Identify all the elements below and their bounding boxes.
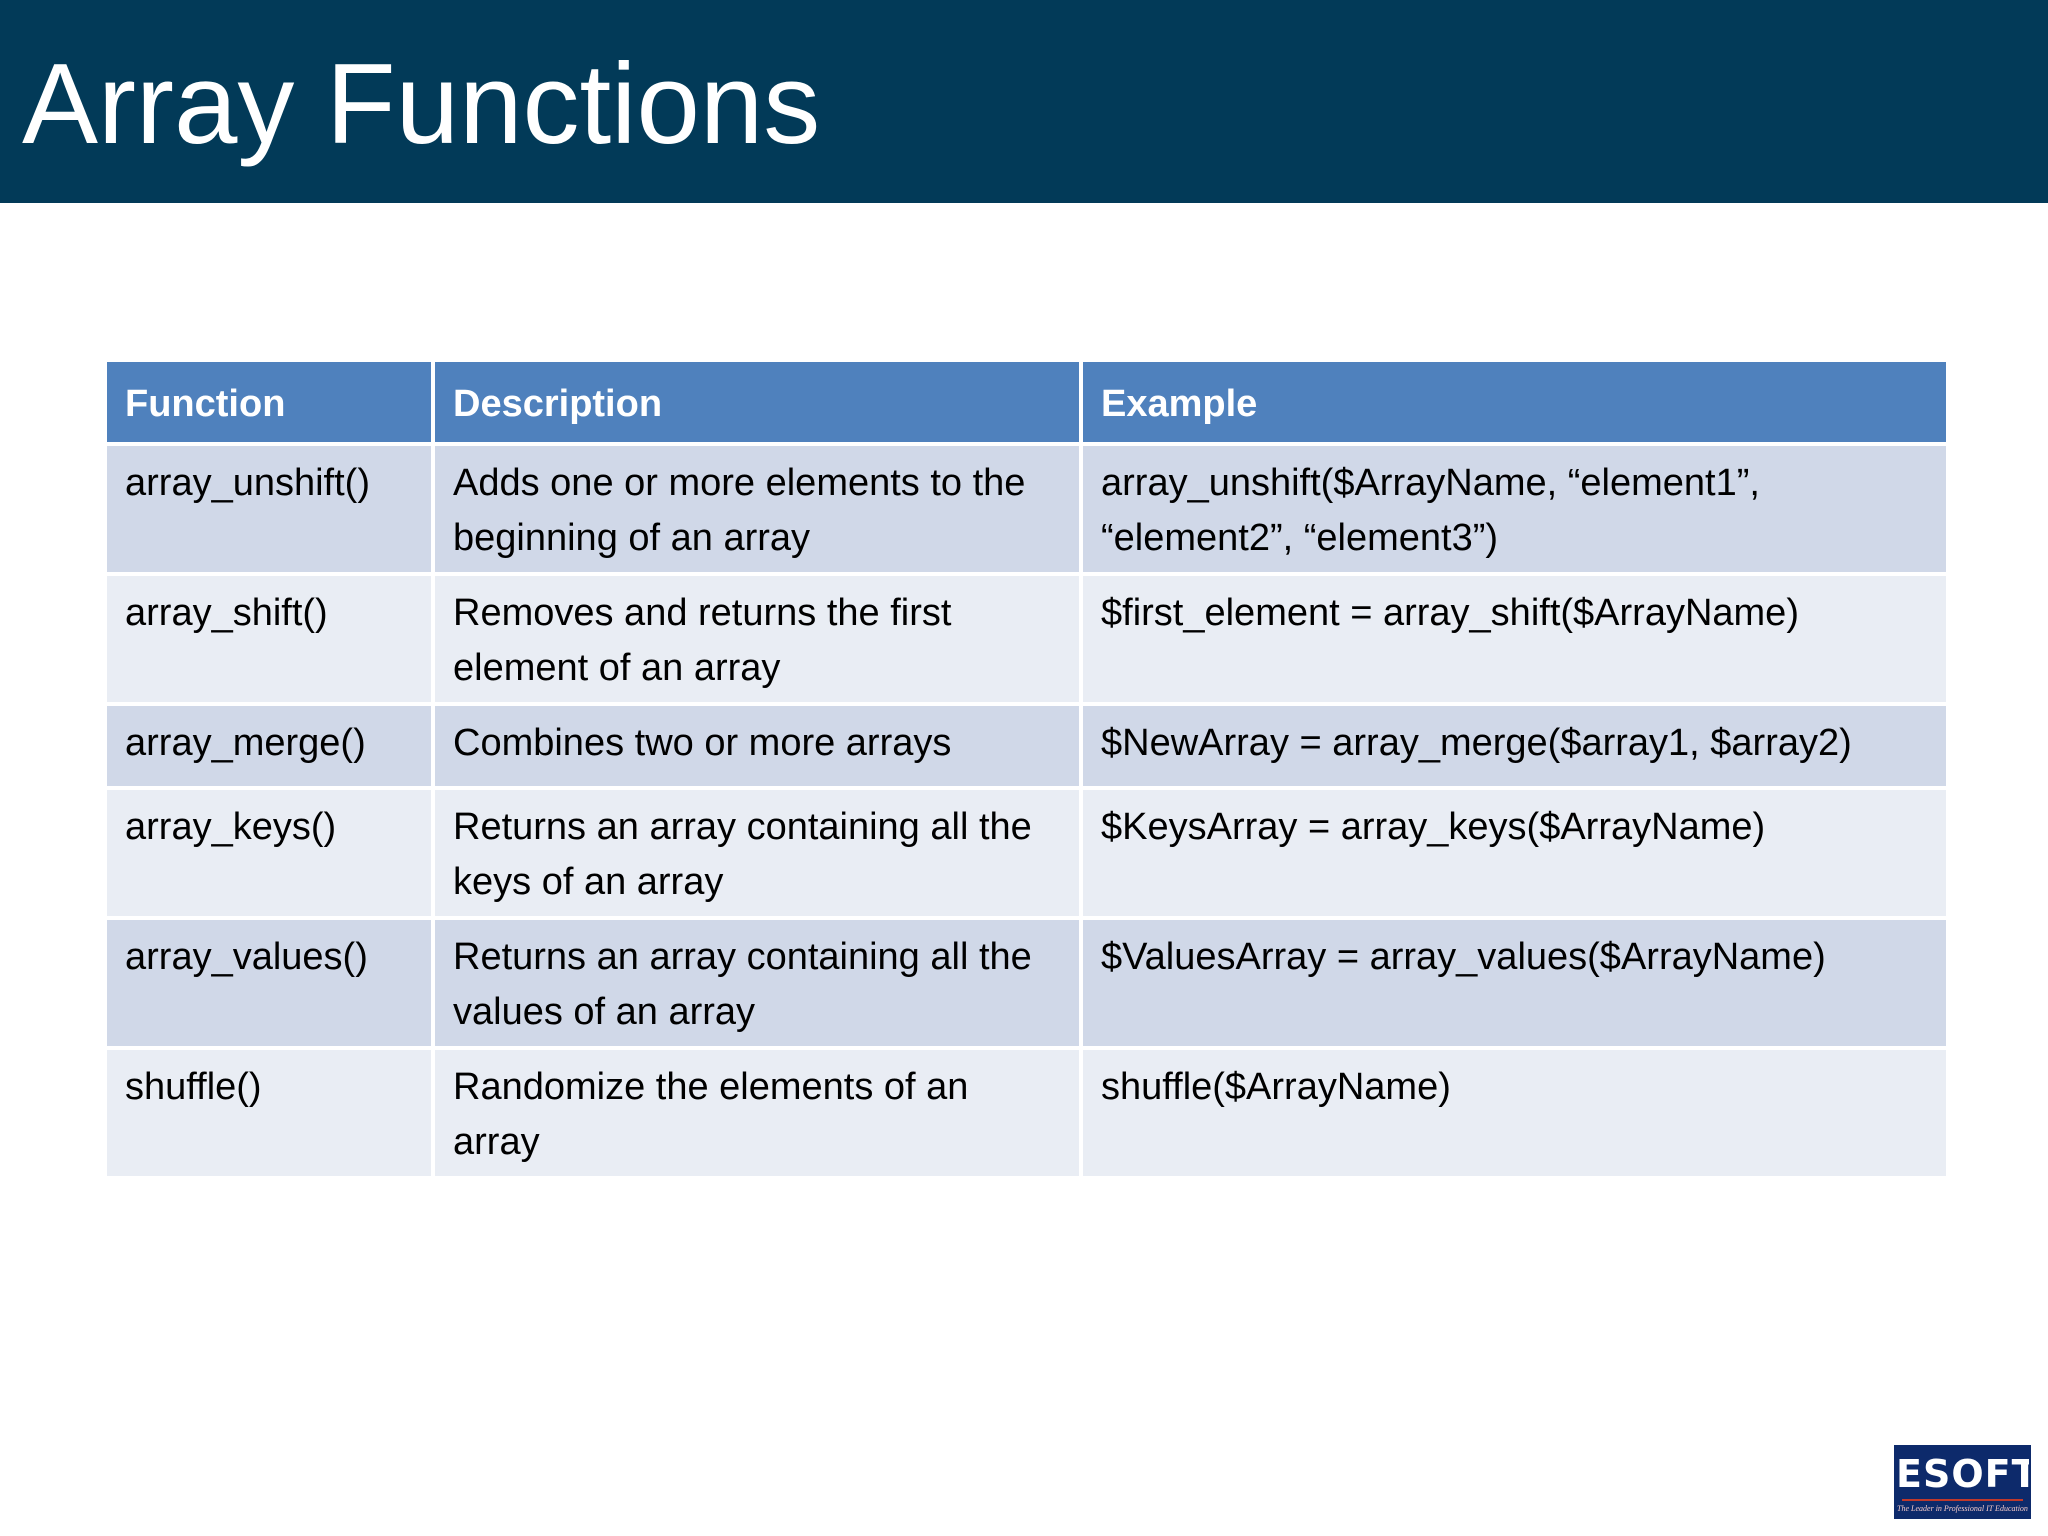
esoft-logo: ESOFT The Leader in Professional IT Educ… <box>1894 1445 2031 1519</box>
table-row: array_merge() Combines two or more array… <box>103 702 1950 790</box>
table-row: array_shift() Removes and returns the fi… <box>103 572 1950 706</box>
logo-wordmark: ESOFT <box>1896 1452 2031 1496</box>
table-row: shuffle() Randomize the elements of an a… <box>103 1046 1950 1180</box>
function-cell: array_merge() <box>103 702 435 790</box>
description-cell: Returns an array containing all the keys… <box>431 786 1083 920</box>
header-function: Function <box>103 358 435 446</box>
table-row: array_unshift() Adds one or more element… <box>103 442 1950 576</box>
description-cell: Adds one or more elements to the beginni… <box>431 442 1083 576</box>
slide-title: Array Functions <box>22 41 821 168</box>
description-cell: Returns an array containing all the valu… <box>431 916 1083 1050</box>
function-cell: array_keys() <box>103 786 435 920</box>
example-cell: array_unshift($ArrayName, “element1”, “e… <box>1079 442 1950 576</box>
array-functions-table: Function Description Example array_unshi… <box>103 358 1950 1180</box>
header-example: Example <box>1079 358 1950 446</box>
example-cell: $NewArray = array_merge($array1, $array2… <box>1079 702 1950 790</box>
array-functions-table-container: Function Description Example array_unshi… <box>103 358 1950 1180</box>
function-cell: shuffle() <box>103 1046 435 1180</box>
title-bar: Array Functions <box>0 0 2048 203</box>
example-cell: $first_element = array_shift($ArrayName) <box>1079 572 1950 706</box>
function-cell: array_shift() <box>103 572 435 706</box>
logo-divider <box>1902 1499 2023 1501</box>
table-header-row: Function Description Example <box>103 358 1950 446</box>
table-row: array_values() Returns an array containi… <box>103 916 1950 1050</box>
example-cell: $ValuesArray = array_values($ArrayName) <box>1079 916 1950 1050</box>
example-cell: $KeysArray = array_keys($ArrayName) <box>1079 786 1950 920</box>
example-cell: shuffle($ArrayName) <box>1079 1046 1950 1180</box>
description-cell: Combines two or more arrays <box>431 702 1083 790</box>
description-cell: Randomize the elements of an array <box>431 1046 1083 1180</box>
table-row: array_keys() Returns an array containing… <box>103 786 1950 920</box>
function-cell: array_values() <box>103 916 435 1050</box>
function-cell: array_unshift() <box>103 442 435 576</box>
header-description: Description <box>431 358 1083 446</box>
logo-tagline: The Leader in Professional IT Education <box>1897 1504 2028 1513</box>
description-cell: Removes and returns the first element of… <box>431 572 1083 706</box>
